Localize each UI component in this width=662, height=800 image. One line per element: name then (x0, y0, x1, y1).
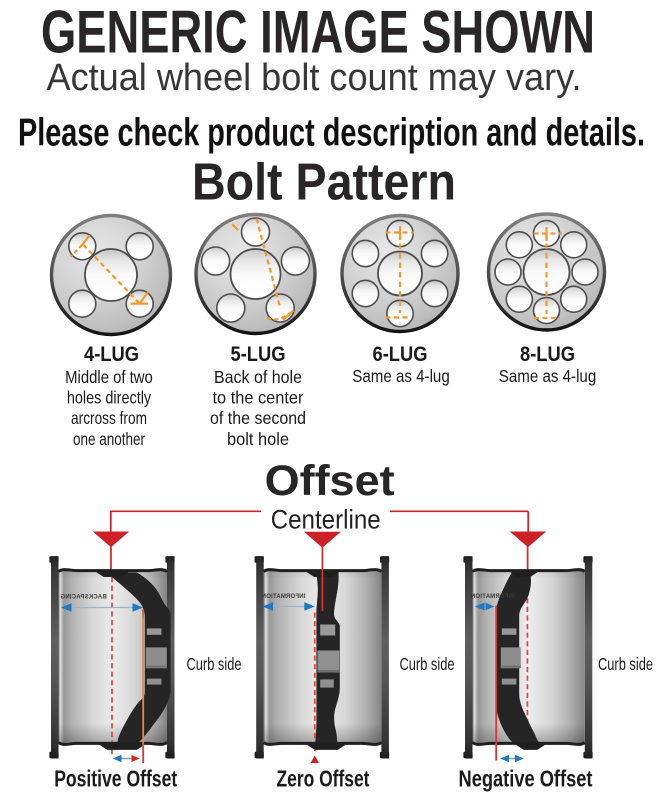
svg-text:4-LUG: 4-LUG (84, 343, 139, 366)
svg-text:INFORMATION: INFORMATION (471, 594, 515, 600)
svg-text:8-LUG: 8-LUG (520, 343, 575, 366)
svg-text:5-LUG: 5-LUG (231, 343, 286, 366)
svg-text:BACKSPACING: BACKSPACING (60, 595, 107, 601)
svg-text:Bolt Pattern: Bolt Pattern (192, 154, 456, 212)
svg-text:bolt hole: bolt hole (227, 429, 289, 449)
svg-text:Curb side: Curb side (598, 654, 653, 674)
svg-text:Same as 4-lug: Same as 4-lug (499, 366, 597, 386)
svg-text:Actual wheel bolt count may va: Actual wheel bolt count may vary. (47, 57, 582, 99)
svg-text:Positive Offset: Positive Offset (54, 766, 177, 792)
svg-text:GENERIC IMAGE SHOWN: GENERIC IMAGE SHOWN (41, 0, 595, 66)
svg-text:Please check product descripti: Please check product description and det… (18, 112, 645, 155)
svg-text:Same as 4-lug: Same as 4-lug (352, 366, 450, 386)
svg-text:6-LUG: 6-LUG (373, 343, 428, 366)
svg-text:Centerline: Centerline (271, 505, 381, 535)
svg-text:Curb side: Curb side (187, 654, 242, 674)
svg-text:Middle of two: Middle of two (65, 367, 153, 387)
svg-text:arcross from: arcross from (71, 408, 147, 428)
svg-text:Negative Offset: Negative Offset (459, 766, 593, 792)
svg-text:holes directly: holes directly (67, 388, 151, 408)
svg-text:one another: one another (73, 429, 145, 449)
svg-text:INFORMATION: INFORMATION (261, 594, 305, 600)
svg-text:of the second: of the second (210, 408, 306, 428)
svg-text:Back of hole: Back of hole (214, 367, 302, 387)
svg-text:to the center: to the center (213, 388, 304, 408)
svg-text:Zero Offset: Zero Offset (277, 766, 370, 792)
svg-text:Curb side: Curb side (400, 654, 455, 674)
svg-text:Offset: Offset (265, 457, 395, 505)
